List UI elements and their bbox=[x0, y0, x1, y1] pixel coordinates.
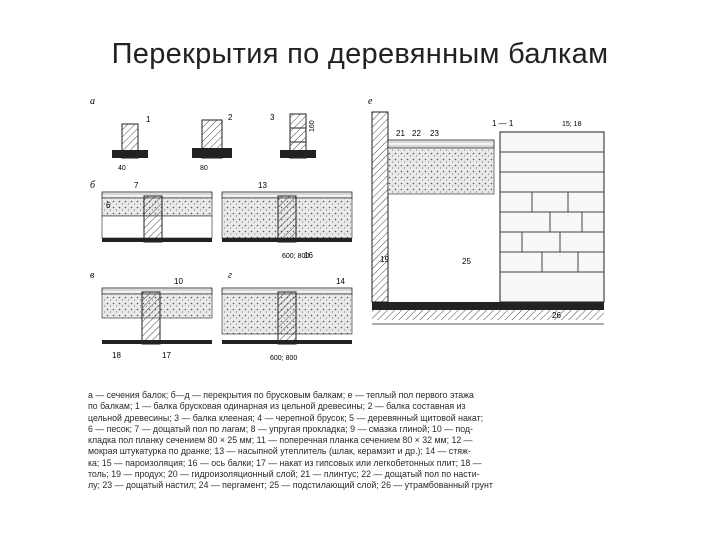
panel-letter-a: а bbox=[90, 96, 95, 107]
floor-construction-figure: а 40 80 160 1 2 3 б 600; 800 6 7 13 1 bbox=[90, 96, 605, 362]
part-number: 16 bbox=[304, 251, 313, 260]
part-number: 13 bbox=[258, 181, 267, 190]
part-number: 14 bbox=[336, 277, 345, 286]
caption-line: кладка пол планку сечением 80 × 25 мм; 1… bbox=[88, 435, 473, 446]
part-number: 6 bbox=[106, 201, 111, 210]
caption-line: толь; 19 — продух; 20 — гидроизоляционны… bbox=[88, 469, 480, 480]
part-number: 2 bbox=[228, 113, 233, 122]
panel-v-floor-section: в 10 18 17 bbox=[90, 270, 213, 360]
part-number: 25 bbox=[462, 257, 471, 266]
brick-wall bbox=[499, 131, 605, 303]
section-mark: 1 — 1 bbox=[492, 119, 514, 128]
dim-label: 600; 800 bbox=[282, 253, 309, 260]
panel-e-ground-floor: е 1 — 1 15; 18 2 bbox=[368, 96, 605, 325]
part-number: 19 bbox=[380, 255, 389, 264]
caption-line: ка; 15 — пароизоляция; 16 — ось балки; 1… bbox=[88, 457, 482, 468]
panel-b-floor-section: б 600; 800 6 7 13 16 bbox=[90, 180, 353, 260]
panel-letter-e: е bbox=[368, 96, 373, 107]
panel-letter-b: б bbox=[90, 180, 96, 191]
part-number: 3 bbox=[270, 113, 275, 122]
figure-caption: а — сечения балок; б—д — перекрытия по б… bbox=[88, 390, 604, 520]
slide-title: Перекрытия по деревянным балкам bbox=[111, 38, 609, 70]
part-number: 7 bbox=[134, 181, 139, 190]
caption-line: по балкам; 1 — балка брусковая одинарная… bbox=[88, 401, 466, 412]
caption-line: лу; 23 — дощатый настил; 24 — пергамент;… bbox=[88, 480, 493, 491]
caption-line: 6 — песок; 7 — дощатый пол по лагам; 8 —… bbox=[88, 423, 473, 434]
dim-label: 40 bbox=[118, 165, 126, 172]
panel-letter-v: в bbox=[90, 270, 95, 281]
caption-line: мокрая штукатурка по дранке; 13 — насыпн… bbox=[88, 446, 471, 457]
dim-label: 160 bbox=[309, 120, 316, 132]
caption-line: цельной древесины; 3 — балка клееная; 4 … bbox=[88, 412, 484, 423]
dim-label: 600; 800 bbox=[270, 355, 297, 362]
part-number: 17 bbox=[162, 351, 171, 360]
part-number: 21 bbox=[396, 129, 405, 138]
part-number: 23 bbox=[430, 129, 439, 138]
panel-letter-g: г bbox=[228, 270, 232, 281]
part-number: 10 bbox=[174, 277, 183, 286]
part-number: 22 bbox=[412, 129, 421, 138]
caption-line: а — сечения балок; б—д — перекрытия по б… bbox=[88, 390, 474, 400]
part-number: 18 bbox=[112, 351, 121, 360]
panel-d-floor-section: г 600; 800 14 bbox=[221, 270, 353, 362]
dim-label: 80 bbox=[200, 165, 208, 172]
part-number: 26 bbox=[552, 311, 561, 320]
panel-a-beam-sections: а 40 80 160 1 2 3 bbox=[90, 96, 316, 172]
part-number: 1 bbox=[146, 115, 151, 124]
dim-label: 15; 18 bbox=[562, 121, 582, 128]
